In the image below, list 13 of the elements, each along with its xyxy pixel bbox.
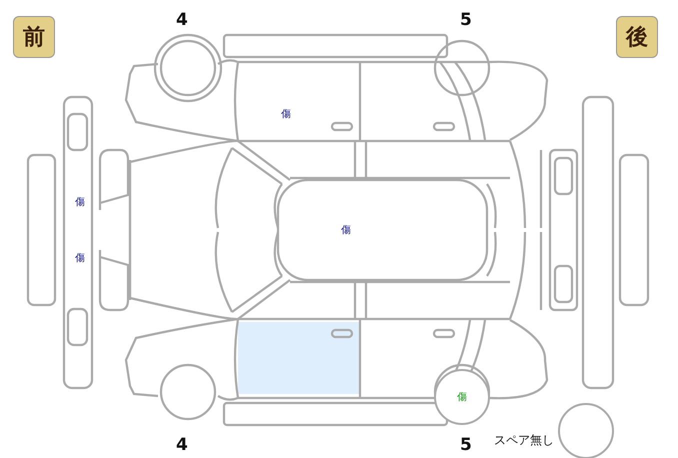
damage-mark: 傷	[457, 391, 467, 404]
damage-wheel	[434, 369, 490, 425]
damage-mark: 傷	[281, 109, 291, 121]
wheel-number: 4	[176, 435, 188, 455]
damage-mark: 傷	[341, 225, 351, 237]
note-text: スペア無し	[494, 432, 554, 449]
wheel-number: 5	[460, 435, 472, 455]
wheel-number: 5	[460, 10, 472, 30]
damage-mark: 傷	[75, 197, 85, 209]
wheel-number: 4	[176, 10, 188, 30]
front-rear-badge: 前	[13, 16, 55, 58]
damage-mark: 傷	[75, 253, 85, 265]
front-rear-badge: 後	[616, 16, 658, 58]
